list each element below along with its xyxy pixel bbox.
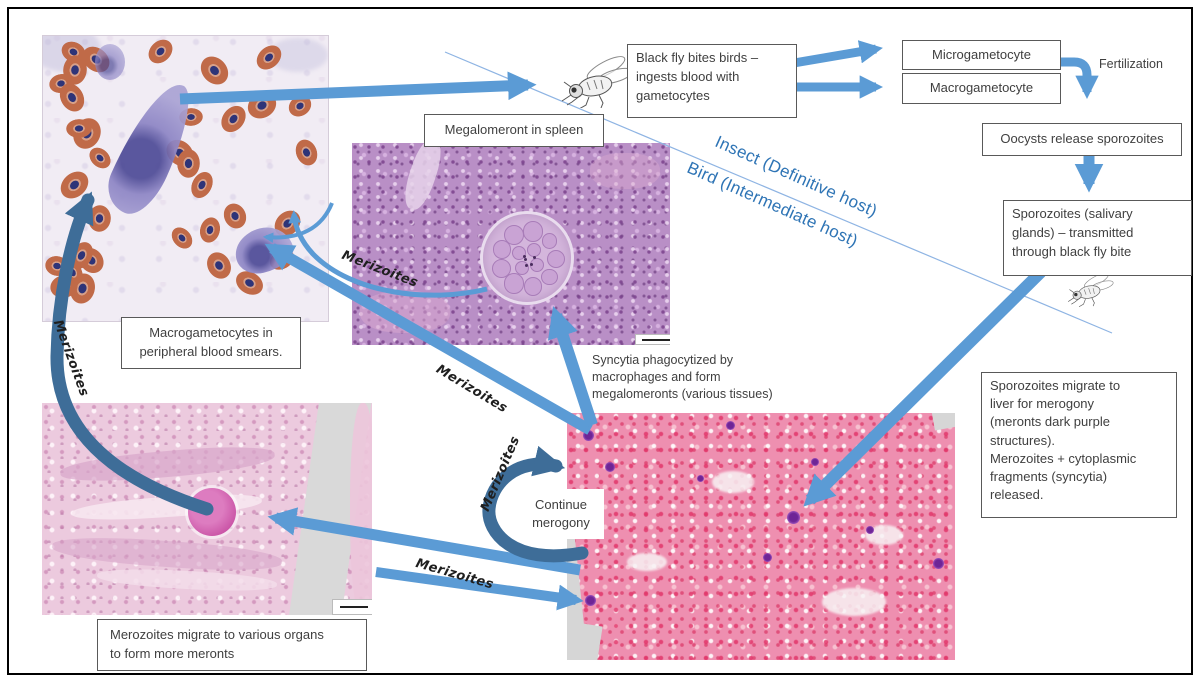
liver-meront-dot [696, 474, 704, 482]
fertilization-label: Fertilization [1099, 57, 1163, 71]
liver-meront-dot [866, 526, 874, 534]
diagram-border [7, 7, 1193, 675]
liver-micrograph [567, 413, 955, 660]
tissue-patch [590, 153, 660, 189]
tissue-band [51, 533, 283, 575]
liver-meront-dot [786, 510, 800, 524]
macrogametocyte-cell [326, 178, 328, 238]
red-blood-cell [194, 50, 235, 91]
sinusoid-gap [865, 525, 903, 545]
sinusoid-gap [627, 553, 667, 571]
tissue-streak [399, 143, 447, 214]
black-fly-bites-box: Black fly bites birds – ingests blood wi… [627, 44, 797, 118]
black-fly-icon [1067, 272, 1114, 308]
sporozoites-migrate-box: Sporozoites migrate to liver for merogon… [981, 372, 1177, 518]
meront-structure [188, 488, 236, 536]
tissue-band [59, 441, 276, 487]
spleen-micrograph [352, 143, 670, 345]
tissue-band [350, 403, 372, 615]
megalomeront-structure [483, 214, 571, 302]
megalomeront-cell [541, 268, 558, 286]
section-edge [567, 620, 603, 660]
megalomeront-cell [522, 221, 544, 242]
sinusoid-gap [822, 588, 886, 616]
megalomeront-cell [546, 249, 566, 269]
red-blood-cell [143, 36, 178, 69]
red-blood-cell [215, 100, 252, 138]
merozoites-migrate-organs-box: Merozoites migrate to various organs to … [97, 619, 367, 671]
organ-micrograph [42, 403, 372, 615]
scale-bar [332, 599, 372, 615]
black-fly-icon [561, 56, 633, 108]
section-edge [931, 413, 955, 431]
red-blood-cell [86, 204, 113, 233]
megalomeront-speck [523, 257, 527, 261]
red-blood-cell [284, 90, 316, 122]
red-blood-cell [196, 214, 224, 246]
sporozoites-salivary-box: Sporozoites (salivary glands) – transmit… [1003, 200, 1192, 276]
megalomeront-cell [503, 224, 525, 245]
syncytia-note: Syncytia phagocytized by macrophages and… [592, 353, 773, 401]
red-blood-cell [291, 136, 322, 169]
liver-meront-dot [584, 594, 596, 606]
megalomeront-cell [541, 233, 558, 249]
liver-meront-dot [725, 420, 735, 430]
red-blood-cell [219, 199, 251, 233]
macrogametocyte-cell [95, 44, 125, 80]
tissue-patch [360, 291, 450, 333]
scale-bar [635, 334, 670, 345]
liver-meront-dot [762, 552, 772, 562]
megalomeront-speck [524, 263, 528, 267]
sinusoid-gap [712, 471, 754, 493]
blood-smear-micrograph [42, 35, 329, 322]
macrogametocytes-smear-box: Macrogametocytes in peripheral blood sme… [121, 317, 301, 369]
liver-meront-dot [932, 557, 944, 569]
tissue-band [96, 566, 278, 594]
megalomeront-spleen-box: Megalomeront in spleen [424, 114, 604, 147]
oocysts-release-box: Oocysts release sporozoites [982, 123, 1182, 156]
red-blood-cell [54, 165, 95, 205]
red-blood-cell [242, 87, 282, 124]
red-blood-cell [202, 247, 236, 284]
continue-merogony-label: Continue merogony [518, 489, 604, 539]
megalomeront-cell [523, 277, 542, 296]
liver-meront-dot [811, 458, 819, 466]
red-blood-cell [167, 223, 197, 253]
microgametocyte-box: Microgametocyte [902, 40, 1061, 70]
macrogametocyte-box: Macrogametocyte [902, 73, 1061, 104]
liver-meront-dot [582, 429, 594, 441]
liver-meront-dot [605, 462, 615, 472]
megalomeront-cell [527, 242, 542, 257]
